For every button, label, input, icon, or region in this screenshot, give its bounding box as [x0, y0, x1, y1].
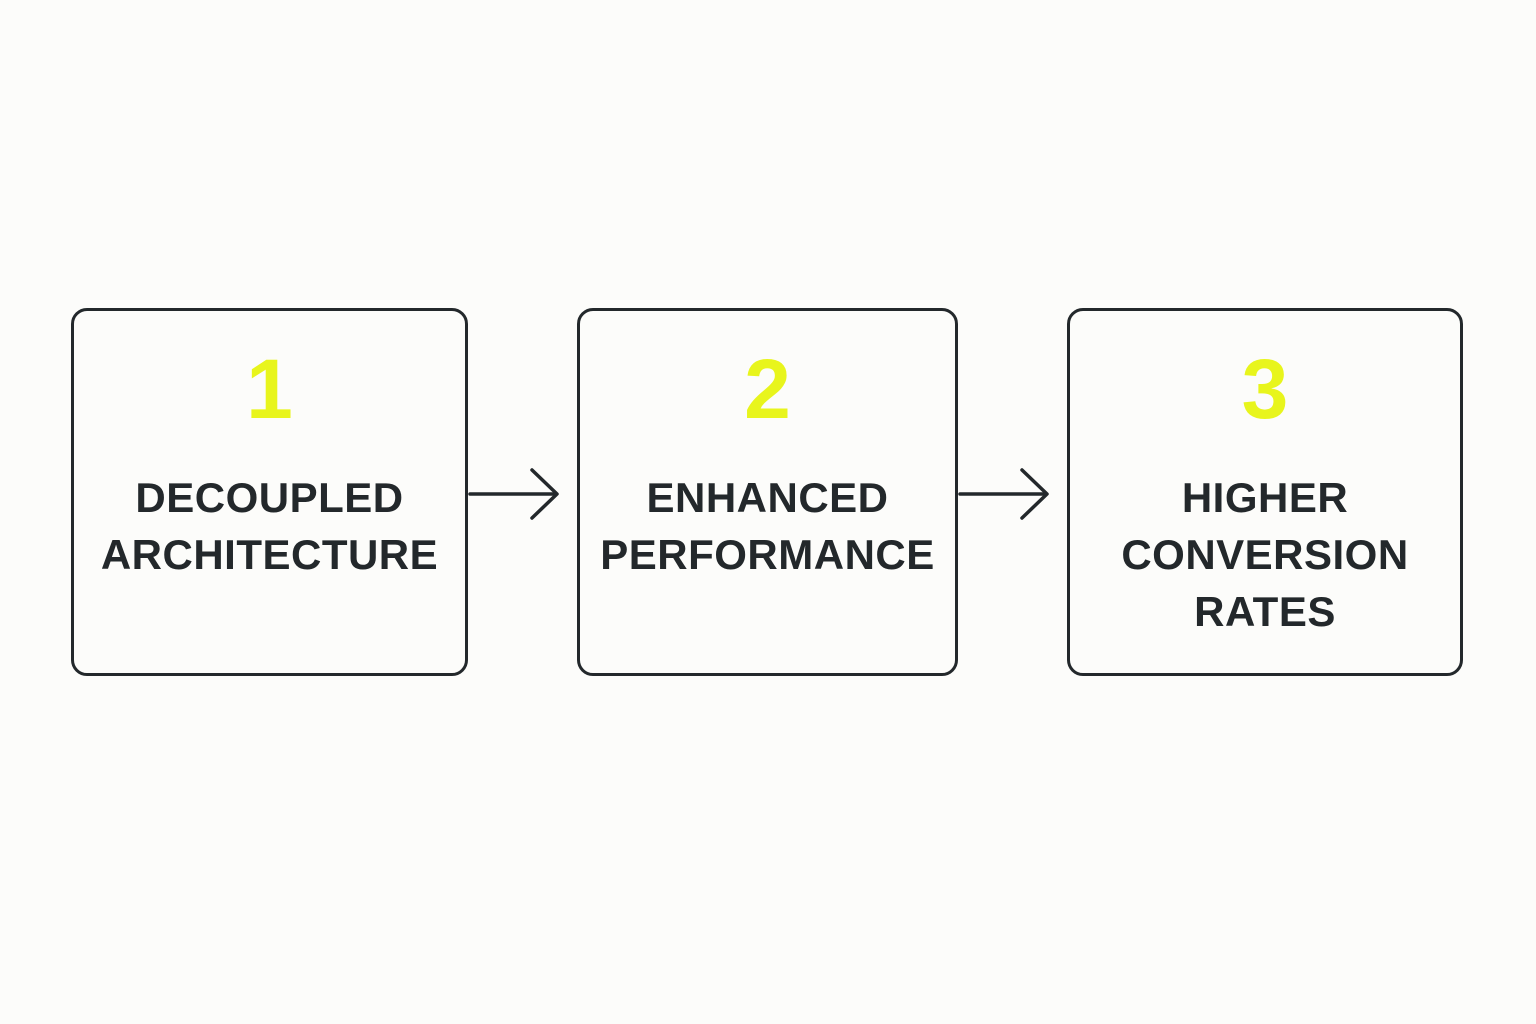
step-label-line: ARCHITECTURE: [100, 531, 439, 578]
step-label-line: RATES: [1194, 588, 1336, 635]
step-box-1: 1 DECOUPLED ARCHITECTURE: [71, 308, 468, 676]
step-label-line: PERFORMANCE: [600, 531, 935, 578]
step-number-2: 2: [744, 342, 791, 436]
step-label-2: ENHANCED PERFORMANCE: [580, 469, 955, 583]
step-label-1: DECOUPLED ARCHITECTURE: [74, 469, 465, 583]
step-box-3: 3 HIGHER CONVERSION RATES: [1067, 308, 1463, 676]
step-label-line: HIGHER: [1181, 474, 1349, 521]
step-label-line: ENHANCED: [646, 474, 889, 521]
step-label-line: CONVERSION: [1121, 531, 1409, 578]
step-label-line: DECOUPLED: [135, 474, 404, 521]
step-label-3: HIGHER CONVERSION RATES: [1070, 469, 1460, 640]
step-box-2: 2 ENHANCED PERFORMANCE: [577, 308, 958, 676]
step-number-3: 3: [1241, 342, 1289, 436]
step-number-1: 1: [246, 342, 293, 436]
arrow-right-icon: [468, 468, 559, 520]
arrow-right-icon: [958, 468, 1049, 520]
